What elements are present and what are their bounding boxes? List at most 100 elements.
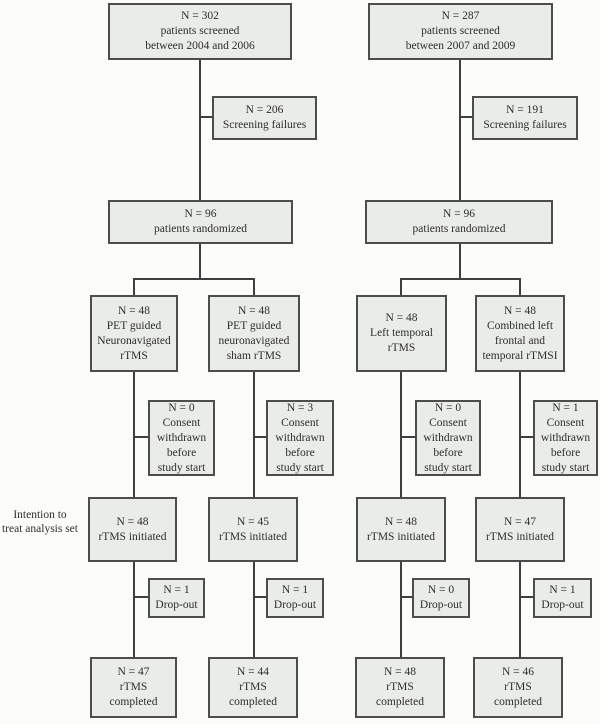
box-text-line: study start [424,461,472,474]
connector-line [400,596,412,598]
box-text-line: N = 0 [434,401,462,414]
box-text-line: Consent [546,416,585,429]
box-text-line: study start [541,461,590,474]
connector-line [400,372,402,497]
box-text-line: N = 47 [503,515,537,528]
connector-line [133,278,135,295]
connector-line [199,116,212,118]
box-left-dropout-active: N = 1 Drop-out [148,578,205,618]
box-text-line: Screening failures [483,119,567,131]
box-text-line: Neuronavigated [97,334,171,347]
box-text-line: rTMS initiated [98,530,167,543]
connector-line [133,278,255,280]
box-text-line: Consent [162,416,201,429]
connector-line [253,562,255,657]
box-left-consent-active: N = 0 Consent withdrawn before study start [148,400,215,476]
box-text-line: N = 96 [442,208,476,220]
box-text-line: withdrawn [156,431,207,444]
box-right-initiated-combined: N = 47 rTMS initiated [475,497,565,562]
box-text-line: between 2004 and 2006 [145,40,255,52]
box-text-line: N = 1 [163,584,190,596]
box-text-line: completed [376,696,424,708]
box-text-line: patients randomized [412,223,506,235]
box-text-line: rTMS [239,681,267,693]
box-text-line: N = 46 [501,666,535,678]
box-text-line: N = 48 [503,304,537,317]
box-text-line: Drop-out [419,599,463,611]
box-text-line: neuronavigated [218,334,290,347]
connector-line [519,596,533,598]
connector-line [253,278,255,295]
box-text-line: patients screened [160,25,240,37]
box-text-line: N = 0 [168,401,195,414]
connector-line [400,278,402,295]
box-text-line: Drop-out [155,599,198,611]
box-text-line: N = 48 [384,515,418,528]
box-text-line: study start [276,461,324,474]
box-text-line: N = 48 [237,304,271,317]
connector-line [199,244,201,280]
box-text-line: N = 206 [245,104,284,116]
box-text-line: before [550,446,581,459]
box-text-line: before [166,446,197,459]
connector-line [253,436,266,438]
box-text-line: rTMS initiated [366,530,436,543]
box-text-line: rTMS initiated [485,530,555,543]
connector-line [133,596,148,598]
box-text-line: PET guided [106,319,162,332]
box-text-line: study start [157,461,206,474]
connector-line [459,116,472,118]
box-text-line: frontal and [494,334,546,347]
box-text-line: rTMS [120,349,148,362]
connector-line [133,562,135,657]
box-text-line: N = 191 [506,104,544,116]
intention-to-treat-label-line2: treat analysis set [1,523,78,535]
box-text-line: rTMS [119,681,148,693]
connector-line [253,372,255,497]
connector-line [253,596,266,598]
box-left-screened: N = 302 patients screened between 2004 and… [108,3,292,60]
connector-line [199,60,201,200]
connector-line [519,436,533,438]
box-text-line: N = 45 [236,515,270,528]
box-text-line: rTMS initiated [218,530,288,543]
box-right-arm-combined: N = 48 Combined left frontal and temporal r… [475,295,565,372]
box-text-line: completed [494,696,542,708]
box-text-line: N = 47 [117,666,150,678]
box-text-line: Screening failures [222,119,307,131]
box-text-line: completed [109,696,158,708]
box-text-line: N = 48 [383,666,417,678]
box-right-initiated-temporal: N = 48 rTMS initiated [356,497,446,562]
box-text-line: Left temporal [370,327,433,339]
box-text-line: withdrawn [275,431,325,444]
connector-line [133,436,148,438]
box-text-line: rTMS [387,342,416,354]
box-text-line: temporal rTMSI [482,349,558,362]
box-text-line: Combined left [486,319,554,332]
intention-to-treat-label: Intention to treat analysis set [0,508,88,536]
box-text-line: before [433,446,463,459]
intention-to-treat-label-line1: Intention to [13,509,67,521]
box-text-line: N = 302 [181,10,219,22]
box-text-line: N = 287 [441,10,480,22]
connector-line [133,372,135,497]
connector-line [400,436,415,438]
box-text-line: Consent [281,416,319,429]
box-text-line: withdrawn [423,431,473,444]
